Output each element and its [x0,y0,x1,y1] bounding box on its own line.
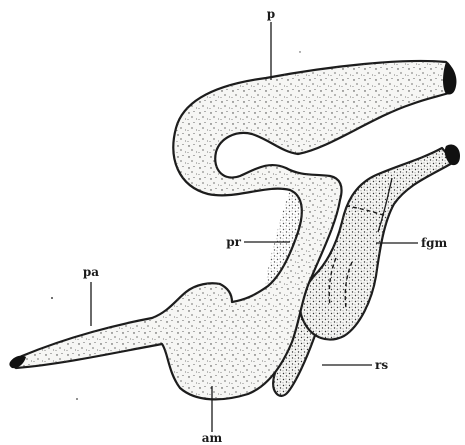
reproductive-tract-main [9,61,456,399]
label-p: p [267,7,275,21]
label-pr: pr [226,235,241,249]
label-pa: pa [83,265,99,279]
label-fgm: fgm [421,236,448,250]
label-am: am [202,431,223,445]
label-rs: rs [375,358,388,372]
prostate-tip [443,62,457,95]
